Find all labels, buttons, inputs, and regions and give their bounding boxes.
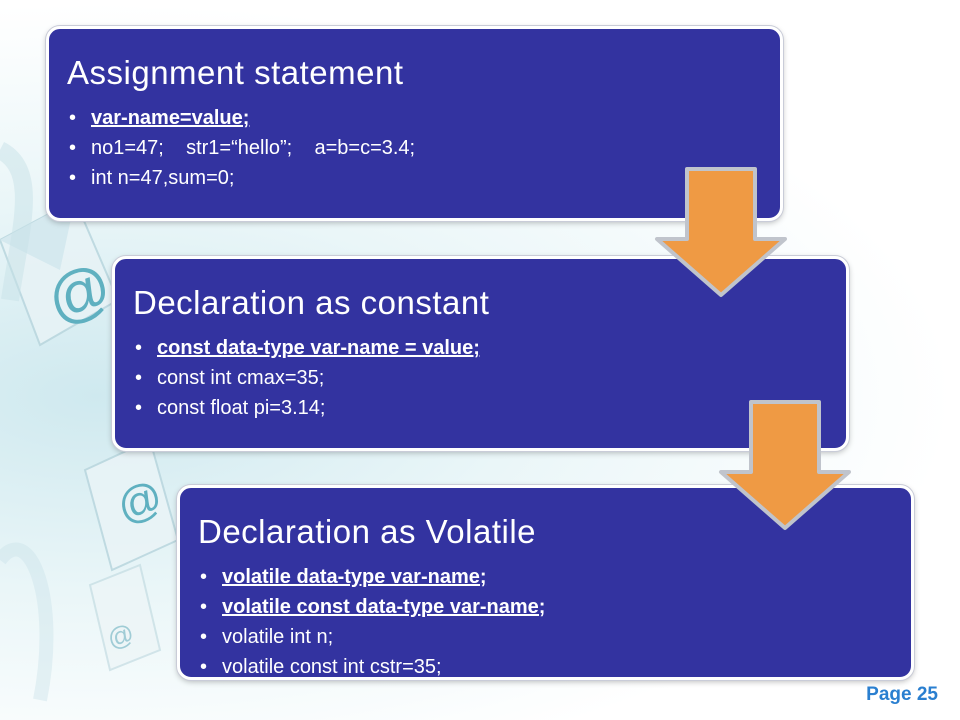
list-item: int n=47,sum=0;	[67, 163, 780, 193]
section-items: volatile data-type var-name; volatile co…	[180, 562, 911, 682]
down-arrow-icon	[719, 400, 851, 530]
section-items: const data-type var-name = value; const …	[115, 333, 846, 423]
section-title: Declaration as Volatile	[198, 513, 537, 550]
list-item: const float pi=3.14;	[133, 393, 846, 423]
list-item: volatile const int cstr=35;	[198, 652, 911, 682]
envelope-at-icon: @	[83, 438, 180, 572]
page-number: Page 25	[866, 684, 938, 705]
list-item: var-name=value;	[67, 103, 780, 133]
section-items: var-name=value; no1=47; str1=“hello”; a=…	[49, 103, 780, 193]
list-item: const int cmax=35;	[133, 363, 846, 393]
assignment-statement-box: Assignment statement var-name=value; no1…	[46, 26, 783, 221]
list-item: volatile int n;	[198, 622, 911, 652]
section-title: Declaration as constant	[133, 284, 490, 321]
list-item: no1=47; str1=“hello”; a=b=c=3.4;	[67, 133, 780, 163]
down-arrow-icon	[655, 167, 787, 297]
list-item: volatile const data-type var-name;	[198, 592, 911, 622]
envelope-at-icon: @	[88, 563, 162, 672]
list-item: const data-type var-name = value;	[133, 333, 846, 363]
section-title: Assignment statement	[67, 54, 404, 91]
list-item: volatile data-type var-name;	[198, 562, 911, 592]
declaration-volatile-box: Declaration as Volatile volatile data-ty…	[177, 485, 914, 682]
